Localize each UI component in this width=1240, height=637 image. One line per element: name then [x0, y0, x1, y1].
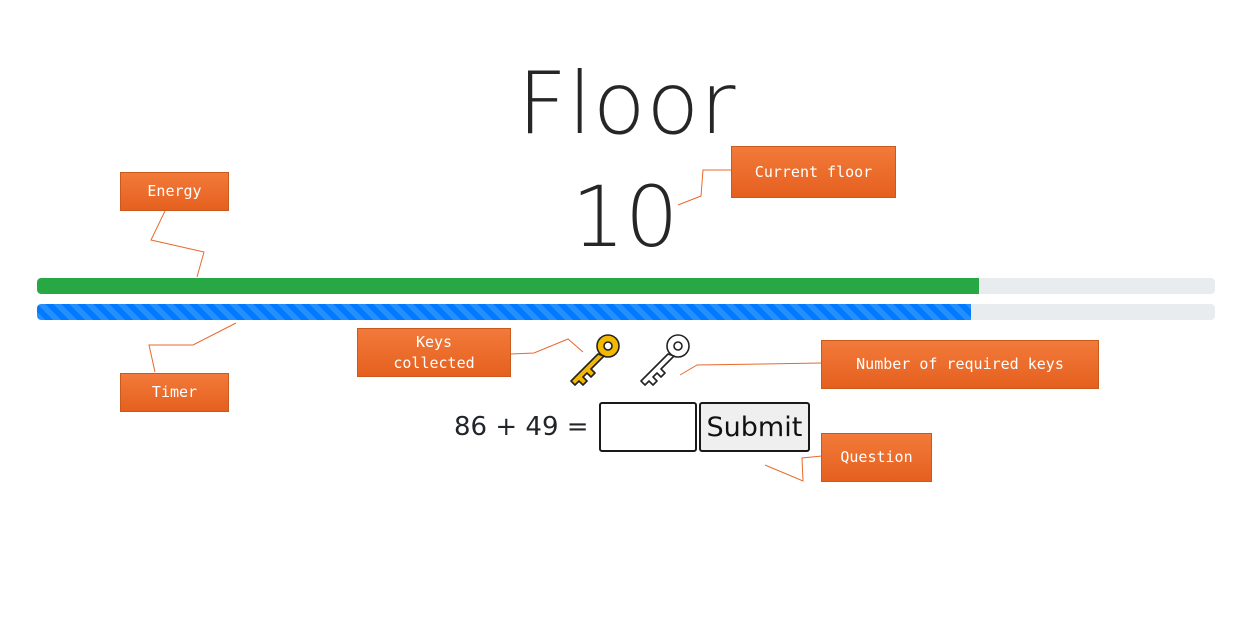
question-callout: Question [821, 433, 932, 482]
current-floor-callout: Current floor [731, 146, 896, 198]
answer-input[interactable] [598, 402, 697, 452]
required-keys-callout: Number of required keys [821, 340, 1099, 389]
timer-connector [148, 322, 237, 373]
key-missing-icon [640, 334, 690, 386]
keys-display [562, 328, 696, 392]
floor-number: 10 [571, 168, 679, 266]
key-collected-icon [570, 334, 620, 386]
submit-button[interactable]: Submit [698, 402, 811, 452]
energy-progress [37, 278, 1215, 294]
timer-callout: Timer [120, 373, 229, 412]
question-connector [764, 455, 823, 482]
keys-collected-callout: Keys collected [357, 328, 511, 377]
energy-callout: Energy [120, 172, 229, 211]
timer-progress [37, 304, 1215, 320]
required-keys-connector [679, 362, 823, 376]
question-text: 86 + 49 = [454, 412, 589, 442]
energy-bar [37, 278, 980, 294]
question-row: 86 + 49 = Submit [454, 401, 811, 453]
timer-bar [37, 304, 972, 320]
floor-title: Floor [517, 54, 737, 154]
